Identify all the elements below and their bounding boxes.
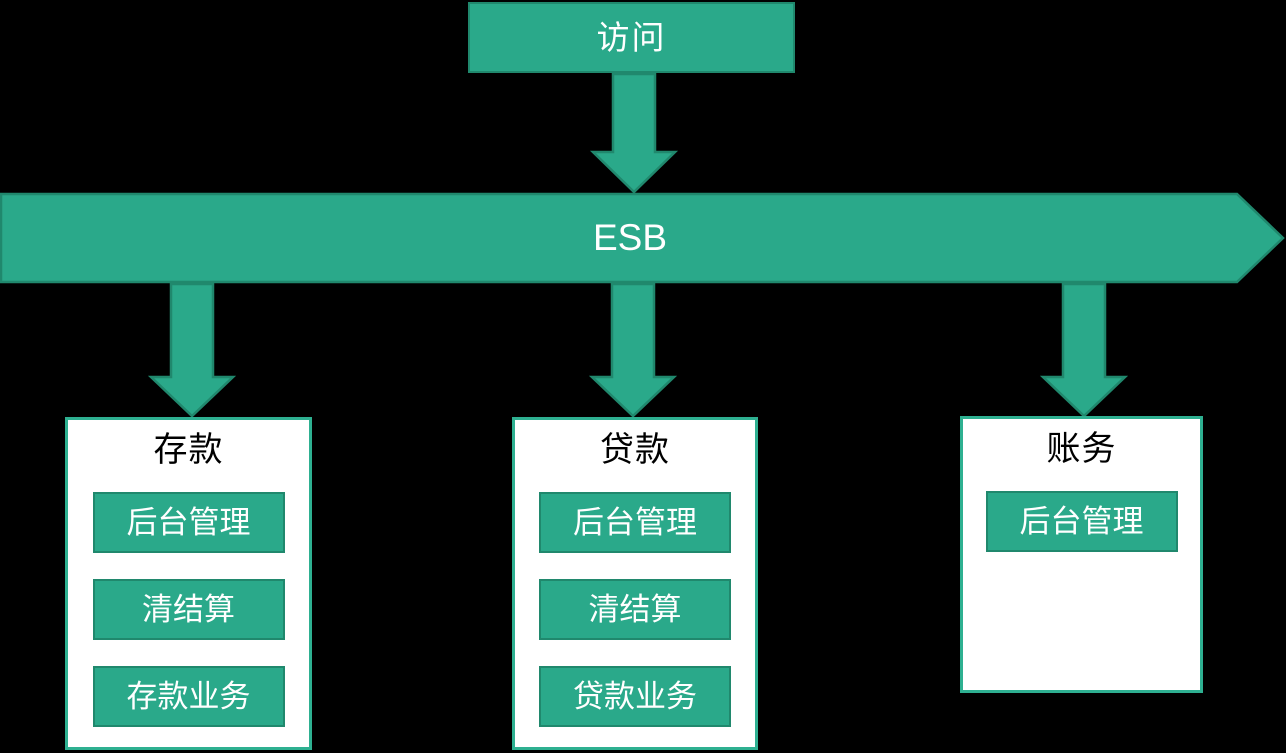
accounting-group-box: 账务 后台管理 bbox=[960, 416, 1203, 693]
loan-module-backend: 后台管理 bbox=[539, 492, 731, 553]
loan-module-business: 贷款业务 bbox=[539, 666, 731, 727]
arrow-esb-to-loan bbox=[588, 282, 678, 418]
deposit-module-business: 存款业务 bbox=[92, 666, 285, 727]
access-node: 访问 bbox=[468, 2, 795, 73]
accounting-module-backend: 后台管理 bbox=[985, 491, 1178, 552]
deposit-module-clearing: 清结算 bbox=[92, 579, 285, 640]
arrow-esb-to-deposit bbox=[147, 282, 237, 418]
arrow-esb-to-accounting bbox=[1039, 282, 1129, 418]
accounting-group-title: 账务 bbox=[1046, 430, 1117, 468]
esb-bus-label: ESB bbox=[592, 217, 668, 258]
deposit-group-box: 存款 后台管理 清结算 存款业务 bbox=[65, 417, 312, 750]
arrow-access-to-esb bbox=[589, 72, 679, 194]
deposit-group-title: 存款 bbox=[153, 431, 224, 469]
deposit-module-backend: 后台管理 bbox=[92, 492, 285, 553]
loan-group-title: 贷款 bbox=[600, 431, 670, 469]
loan-module-clearing: 清结算 bbox=[539, 579, 731, 640]
loan-group-box: 贷款 后台管理 清结算 贷款业务 bbox=[512, 417, 758, 750]
esb-bus-arrow bbox=[0, 192, 1285, 284]
